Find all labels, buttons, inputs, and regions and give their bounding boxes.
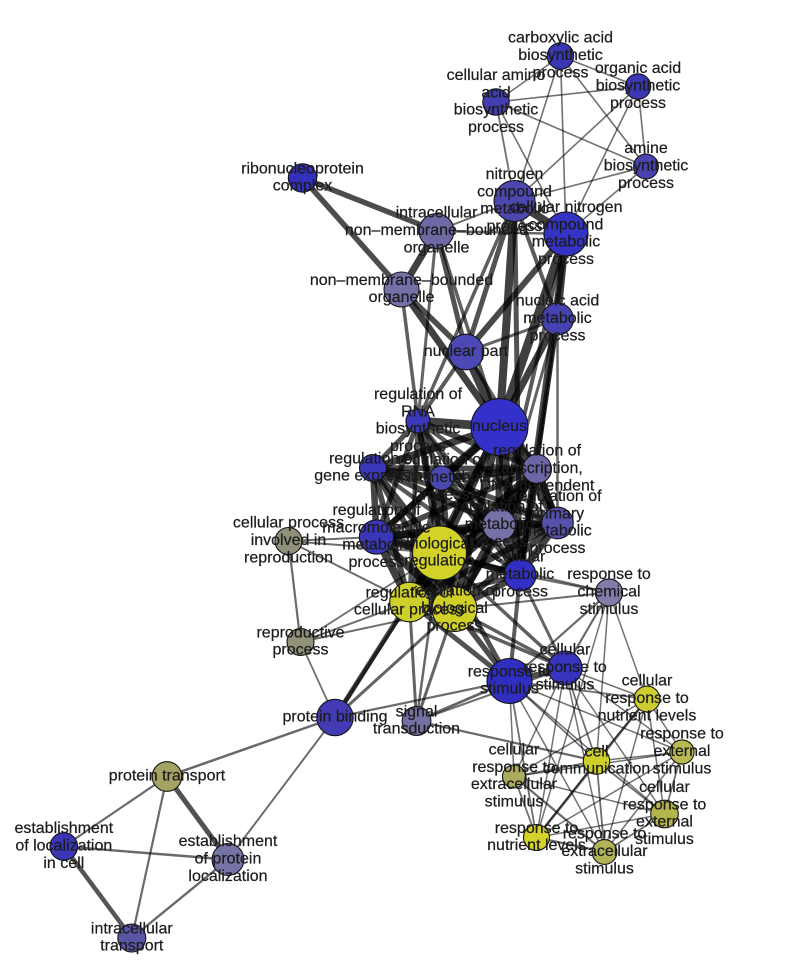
svg-text:protein transport: protein transport — [109, 768, 226, 785]
svg-text:nucleus: nucleus — [472, 418, 527, 435]
svg-text:nuclear part: nuclear part — [424, 343, 509, 360]
svg-text:protein binding: protein binding — [283, 709, 388, 726]
